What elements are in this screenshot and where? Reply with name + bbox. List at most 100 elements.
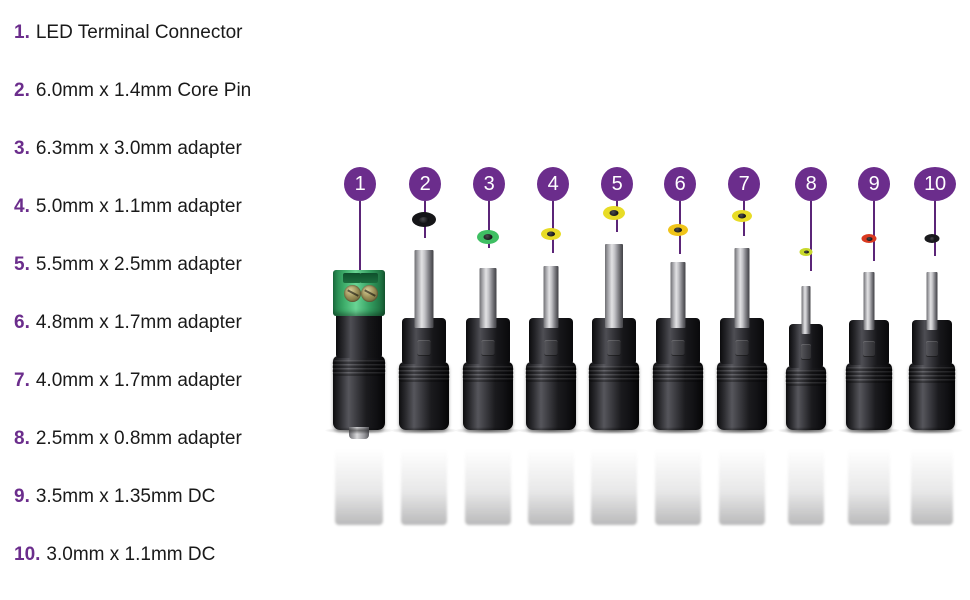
legend-item-9: 9.3.5mm x 1.35mm DC xyxy=(14,486,334,544)
plug-metal-barrel xyxy=(734,247,750,328)
legend-item-number: 8. xyxy=(14,428,30,449)
plug-reflection-4 xyxy=(528,430,574,525)
leader-line-3 xyxy=(488,201,490,248)
plug-tip-ring xyxy=(412,212,436,227)
legend-item-1: 1.LED Terminal Connector xyxy=(14,22,334,80)
plug-contact-shadow xyxy=(778,427,834,434)
plug-tip-hole xyxy=(674,227,682,233)
leader-line-8 xyxy=(810,201,812,271)
plug-tip-ring xyxy=(924,234,940,243)
plug-emboss-label xyxy=(417,339,431,356)
plug-emboss-label xyxy=(863,341,875,358)
plug-metal-barrel xyxy=(801,285,811,334)
legend-item-5: 5.5.5mm x 2.5mm adapter xyxy=(14,254,334,312)
plug-contact-shadow xyxy=(838,427,900,434)
plug-grip-ribs xyxy=(652,365,704,382)
legend-item-8: 8.2.5mm x 0.8mm adapter xyxy=(14,428,334,486)
plug-body xyxy=(463,361,513,430)
plug-emboss-label xyxy=(481,339,495,356)
legend-item-10: 10.3.0mm x 1.1mm DC xyxy=(14,544,334,600)
legend-item-2: 2.6.0mm x 1.4mm Core Pin xyxy=(14,80,334,138)
leader-line-4 xyxy=(552,201,554,253)
legend-item-label: 6.3mm x 3.0mm adapter xyxy=(35,138,242,159)
plug-tip-ring xyxy=(603,206,625,220)
plug-emboss-label xyxy=(544,339,558,356)
product-plug-3 xyxy=(428,230,548,434)
plug-body xyxy=(786,365,826,430)
product-plug-10 xyxy=(872,234,970,434)
plug-reflection-8 xyxy=(788,430,824,525)
legend-item-label: 4.8mm x 1.7mm adapter xyxy=(35,312,242,333)
plug-reflection-6 xyxy=(655,430,701,525)
leader-line-10 xyxy=(934,201,936,256)
plug-emboss-label xyxy=(735,339,749,356)
product-plug-5 xyxy=(554,206,674,434)
plug-tip-hole xyxy=(803,250,809,254)
plug-collar xyxy=(336,307,382,358)
plug-tip-hole xyxy=(419,216,429,223)
callout-badge-2[interactable]: 2 xyxy=(409,167,441,201)
callout-badge-1[interactable]: 1 xyxy=(344,167,376,201)
callout-badge-9[interactable]: 9 xyxy=(858,167,890,201)
plug-contact-shadow xyxy=(518,427,584,434)
callout-badge-3[interactable]: 3 xyxy=(473,167,505,201)
plug-reflection-10 xyxy=(911,430,953,525)
plug-tip-ring xyxy=(541,228,561,240)
legend-item-4: 4.5.0mm x 1.1mm adapter xyxy=(14,196,334,254)
plug-emboss-label xyxy=(801,343,811,360)
plug-body xyxy=(333,355,385,430)
callout-badge-5[interactable]: 5 xyxy=(601,167,633,201)
legend-item-7: 7.4.0mm x 1.7mm adapter xyxy=(14,370,334,428)
plug-contact-shadow xyxy=(645,427,711,434)
plug-contact-shadow xyxy=(455,427,521,434)
plug-metal-barrel xyxy=(543,265,559,328)
plug-grip-ribs xyxy=(588,365,640,382)
legend-item-number: 10. xyxy=(14,544,41,565)
callout-badge-6[interactable]: 6 xyxy=(664,167,696,201)
callout-badge-10[interactable]: 10 xyxy=(914,167,956,201)
legend-item-6: 6.4.8mm x 1.7mm adapter xyxy=(14,312,334,370)
product-plug-8 xyxy=(746,248,866,434)
plug-contact-shadow xyxy=(901,427,963,434)
callout-badge-8[interactable]: 8 xyxy=(795,167,827,201)
plug-grip-ribs xyxy=(462,365,514,382)
legend-item-number: 1. xyxy=(14,22,30,43)
terminal-screw xyxy=(344,284,361,302)
callout-badge-7[interactable]: 7 xyxy=(728,167,760,201)
legend-item-label: 3.5mm x 1.35mm DC xyxy=(35,486,216,507)
plug-body xyxy=(589,361,639,430)
plug-reflection-9 xyxy=(848,430,890,525)
plug-contact-shadow xyxy=(325,427,393,434)
plug-body xyxy=(909,363,955,430)
legend-item-number: 6. xyxy=(14,312,30,333)
plug-metal-foot xyxy=(349,427,369,439)
plug-body xyxy=(399,361,449,430)
plug-tip-ring xyxy=(477,230,499,244)
plug-grip-ribs xyxy=(332,359,386,376)
plug-contact-shadow xyxy=(709,427,775,434)
product-plug-9 xyxy=(809,234,929,434)
callout-badge-4[interactable]: 4 xyxy=(537,167,569,201)
plug-tip-hole xyxy=(738,213,746,219)
plug-emboss-label xyxy=(607,339,621,356)
legend-item-number: 5. xyxy=(14,254,30,275)
legend-item-label: 2.5mm x 0.8mm adapter xyxy=(35,428,242,449)
plug-tip-ring xyxy=(668,224,688,236)
legend-item-3: 3.6.3mm x 3.0mm adapter xyxy=(14,138,334,196)
plug-reflection-3 xyxy=(465,430,511,525)
legend-item-number: 4. xyxy=(14,196,30,217)
legend-item-label: LED Terminal Connector xyxy=(35,22,243,43)
plug-metal-barrel xyxy=(414,249,434,328)
terminal-slot xyxy=(360,272,378,283)
plug-grip-ribs xyxy=(908,367,956,384)
plug-emboss-label xyxy=(671,339,685,356)
legend-item-number: 2. xyxy=(14,80,30,101)
plug-reflection-5 xyxy=(591,430,637,525)
plug-grip-ribs xyxy=(716,365,768,382)
plug-metal-barrel xyxy=(605,243,623,328)
plug-body xyxy=(846,363,892,430)
plug-body xyxy=(653,361,703,430)
legend-item-label: 4.0mm x 1.7mm adapter xyxy=(35,370,242,391)
plug-reflection-2 xyxy=(401,430,447,525)
